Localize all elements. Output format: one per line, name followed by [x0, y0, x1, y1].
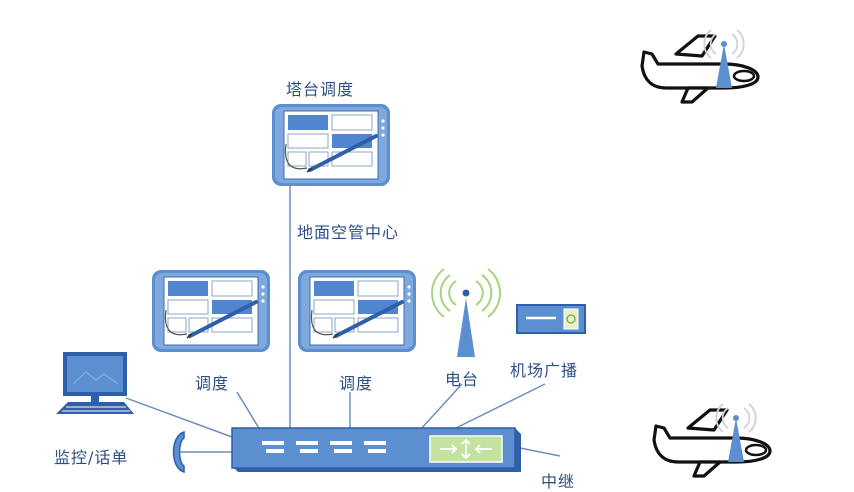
- label-relay: 中继: [541, 472, 576, 491]
- tablet-icon-dispatch-left: [150, 268, 272, 354]
- label-radio-station: 电台: [445, 370, 480, 389]
- tablet-icon-dispatch-right: [296, 268, 418, 354]
- label-dispatch-left: 调度: [195, 374, 230, 393]
- line-switch-relay: [519, 447, 561, 457]
- line-computer-switch: [125, 397, 233, 438]
- label-ground-atc-center: 地面空管中心: [297, 223, 400, 242]
- broadcast-speaker-icon: [516, 304, 586, 334]
- computer-icon: [56, 352, 134, 414]
- telephone-icon: [172, 431, 185, 473]
- label-airport-broadcast: 机场广播: [510, 361, 579, 380]
- label-monitor-billing: 监控/话单: [54, 448, 129, 467]
- airplane-icon-top: [640, 28, 760, 104]
- connection-lines: [125, 186, 561, 457]
- line-radio-switch: [419, 383, 463, 431]
- label-dispatch-right: 调度: [339, 374, 374, 393]
- airplane-icon-bottom: [652, 402, 772, 478]
- tablet-icon-tower: [270, 102, 392, 188]
- label-tower-dispatch: 塔台调度: [286, 80, 355, 99]
- switch-device-icon: [231, 427, 521, 472]
- line-broadcast-switch: [451, 383, 546, 431]
- line-dispatch-left-switch: [236, 391, 261, 431]
- radio-tower-icon: [431, 268, 501, 357]
